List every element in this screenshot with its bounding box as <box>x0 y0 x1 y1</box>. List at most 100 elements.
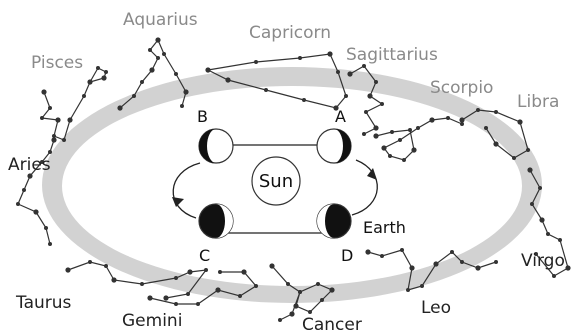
sagittarius-star <box>373 125 378 130</box>
aquarius-star <box>162 52 166 56</box>
aquarius-star <box>148 48 152 52</box>
position-label-a: A <box>335 107 346 126</box>
virgo-star <box>565 265 570 270</box>
pisces-star <box>101 75 106 80</box>
aries-star <box>48 150 52 154</box>
virgo-star <box>527 167 532 172</box>
constellation-label-leo: Leo <box>421 298 451 318</box>
earth-position-b <box>199 129 233 163</box>
libra-star <box>484 126 488 130</box>
earth-position-a <box>317 129 351 163</box>
gemini-star <box>218 270 222 274</box>
capricorn-star <box>344 94 348 98</box>
aries-star <box>51 137 56 142</box>
taurus-star <box>186 292 190 296</box>
libra-star <box>493 141 498 146</box>
gemini-star <box>215 287 220 292</box>
pisces-star <box>82 94 86 98</box>
leo-star <box>433 261 438 266</box>
pisces-star <box>87 79 92 84</box>
virgo-star <box>546 232 550 236</box>
libra-star <box>459 117 464 122</box>
capricorn-star <box>225 77 230 82</box>
aquarius-star <box>156 56 160 60</box>
leo-star <box>406 288 410 292</box>
position-label-d: D <box>341 246 353 265</box>
pisces-star <box>62 138 66 142</box>
virgo-star <box>558 238 562 242</box>
leo-star <box>400 248 404 252</box>
cancer-star <box>298 290 302 294</box>
taurus-star <box>111 277 116 282</box>
earth-label: Earth <box>363 218 406 237</box>
cancer-star <box>316 282 320 286</box>
constellation-label-taurus: Taurus <box>15 293 72 313</box>
earth-position-d <box>317 204 351 238</box>
position-label-b: B <box>197 107 208 126</box>
capricorn-star <box>336 70 340 74</box>
scorpio-star <box>416 126 420 130</box>
pisces-star <box>48 106 52 110</box>
sagittarius-star <box>374 80 378 84</box>
pisces-star <box>52 134 56 138</box>
scorpio-star <box>398 138 402 142</box>
capricorn-star <box>206 68 210 72</box>
aquarius-star <box>174 72 178 76</box>
cancer-star <box>286 282 290 286</box>
virgo-star <box>538 186 542 190</box>
leo-star <box>409 265 414 270</box>
libra-star <box>512 156 516 160</box>
taurus-star <box>140 282 144 286</box>
constellation-label-gemini: Gemini <box>122 311 182 331</box>
gemini-star <box>147 295 152 300</box>
libra-star <box>494 110 498 114</box>
leo-star <box>475 265 480 270</box>
cancer-star <box>278 318 282 322</box>
cancer-star <box>269 263 274 268</box>
cancer-star <box>308 310 312 314</box>
leo-star <box>494 260 498 264</box>
taurus-star <box>174 276 178 280</box>
leo-star <box>420 284 424 288</box>
leo-star <box>365 249 370 254</box>
sun: Sun <box>252 157 300 205</box>
scorpio-star <box>381 145 386 150</box>
aquarius-star <box>180 104 184 108</box>
gemini-star <box>241 269 246 274</box>
cancer-star <box>293 303 298 308</box>
gemini-star <box>174 302 178 306</box>
constellation-label-aries: Aries <box>8 155 51 175</box>
constellation-label-cancer: Cancer <box>302 315 362 333</box>
aquarius-star <box>149 67 154 72</box>
virgo-star <box>539 217 544 222</box>
pisces-star <box>41 89 46 94</box>
leo-star <box>380 254 384 258</box>
sun-label: Sun <box>259 171 293 192</box>
aries-star <box>16 202 20 206</box>
constellation-label-capricorn: Capricorn <box>249 23 331 43</box>
sagittarius-star <box>362 132 366 136</box>
earth-position-c <box>199 204 233 238</box>
capricorn-star <box>254 60 258 64</box>
capricorn-star <box>298 56 302 60</box>
capricorn-star <box>327 51 332 56</box>
scorpio-star <box>429 117 434 122</box>
gemini-star <box>254 284 258 288</box>
taurus-star <box>65 267 70 272</box>
virgo-star <box>530 202 534 206</box>
taurus-star <box>104 264 108 268</box>
pisces-star <box>104 70 108 74</box>
pisces-star <box>67 117 72 122</box>
aquarius-star <box>140 80 144 84</box>
aries-star <box>44 226 48 230</box>
gemini-star <box>238 294 242 298</box>
scorpio-star <box>411 147 416 152</box>
capricorn-star <box>264 88 268 92</box>
aquarius-star <box>117 105 122 110</box>
pisces-star <box>55 117 60 122</box>
pisces-star <box>96 66 100 70</box>
libra-star <box>517 119 522 124</box>
pisces-star <box>40 116 44 120</box>
aquarius-star <box>132 94 136 98</box>
